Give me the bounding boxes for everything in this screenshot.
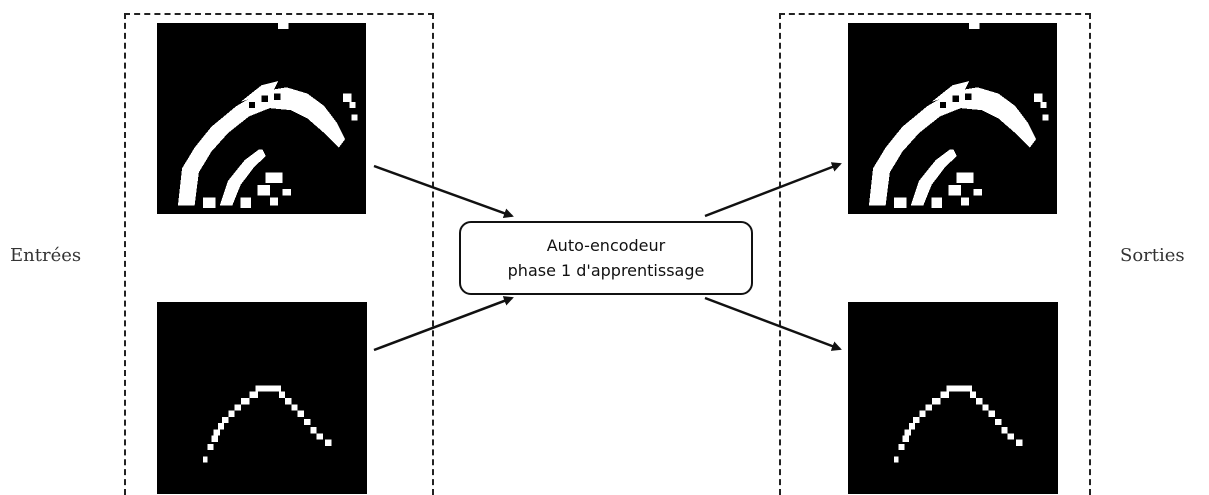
autoencoder-box: Auto-encodeur phase 1 d'apprentissage (459, 221, 753, 295)
outputs-label: Sorties (1120, 245, 1185, 266)
input-image-dense (157, 23, 366, 214)
output-group-frame (779, 13, 1091, 495)
inputs-label: Entrées (10, 245, 82, 266)
output-image-dense (848, 23, 1057, 214)
input-image-thin (157, 302, 367, 494)
output-image-thin (848, 302, 1058, 494)
autoencoder-title: Auto-encodeur (546, 236, 666, 255)
input-group-frame (124, 13, 434, 495)
autoencoder-phase: phase 1 d'apprentissage (507, 261, 705, 280)
